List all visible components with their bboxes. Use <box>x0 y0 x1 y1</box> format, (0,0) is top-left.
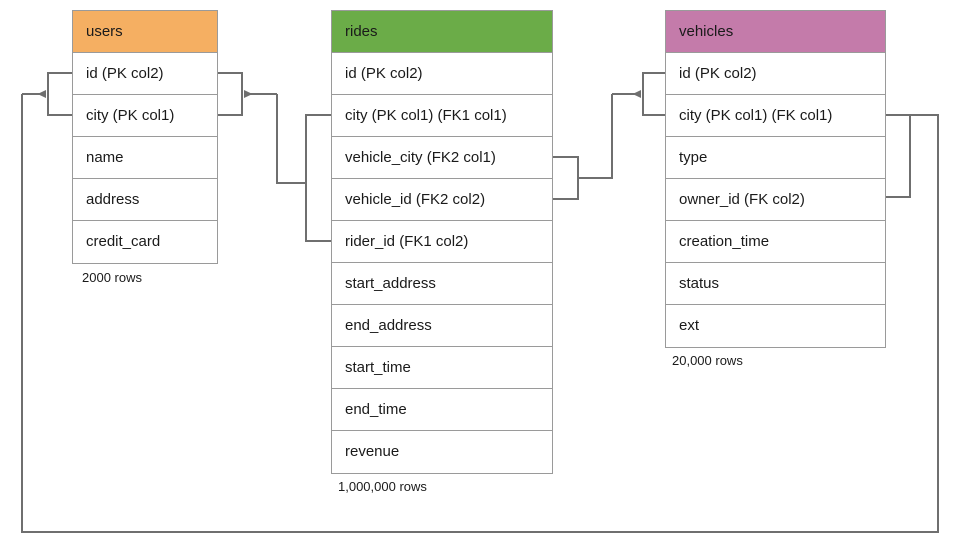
table-users-column-id[interactable]: id (PK col2) <box>73 53 217 95</box>
table-rides-column-vehicle-city[interactable]: vehicle_city (FK2 col1) <box>332 137 552 179</box>
rides-right-bracket <box>553 156 579 200</box>
table-rides-row-count: 1,000,000 rows <box>338 479 427 494</box>
table-rides-header: rides <box>332 11 552 53</box>
table-vehicles-column-city[interactable]: city (PK col1) (FK col1) <box>666 95 885 137</box>
table-users-column-name[interactable]: name <box>73 137 217 179</box>
table-rides-column-start-address[interactable]: start_address <box>332 263 552 305</box>
table-vehicles[interactable]: vehicles id (PK col2) city (PK col1) (FK… <box>665 10 886 348</box>
table-vehicles-column-creation-time[interactable]: creation_time <box>666 221 885 263</box>
table-rides[interactable]: rides id (PK col2) city (PK col1) (FK1 c… <box>331 10 553 474</box>
users-right-bracket <box>218 72 243 116</box>
table-users[interactable]: users id (PK col2) city (PK col1) name a… <box>72 10 218 264</box>
table-users-row-count: 2000 rows <box>82 270 142 285</box>
table-vehicles-title: vehicles <box>679 23 734 40</box>
vehicles-right-bracket <box>886 114 911 198</box>
table-rides-column-end-address[interactable]: end_address <box>332 305 552 347</box>
vehicles-left-bracket <box>642 72 665 116</box>
users-left-bracket <box>47 72 72 116</box>
table-vehicles-row-count: 20,000 rows <box>672 353 743 368</box>
table-vehicles-header: vehicles <box>666 11 885 53</box>
table-vehicles-column-id[interactable]: id (PK col2) <box>666 53 885 95</box>
rides-to-vehicles-link <box>578 94 613 179</box>
table-users-column-city[interactable]: city (PK col1) <box>73 95 217 137</box>
table-rides-column-id[interactable]: id (PK col2) <box>332 53 552 95</box>
table-rides-column-vehicle-id[interactable]: vehicle_id (FK2 col2) <box>332 179 552 221</box>
table-users-title: users <box>86 23 123 40</box>
table-users-column-credit-card[interactable]: credit_card <box>73 221 217 263</box>
table-users-column-address[interactable]: address <box>73 179 217 221</box>
table-rides-column-start-time[interactable]: start_time <box>332 347 552 389</box>
rides-to-users-link <box>276 94 306 184</box>
table-rides-column-rider-id[interactable]: rider_id (FK1 col2) <box>332 221 552 263</box>
table-vehicles-column-status[interactable]: status <box>666 263 885 305</box>
table-rides-column-revenue[interactable]: revenue <box>332 431 552 473</box>
table-rides-title: rides <box>345 23 378 40</box>
table-vehicles-column-ext[interactable]: ext <box>666 305 885 347</box>
table-users-header: users <box>73 11 217 53</box>
rides-left-bracket <box>305 114 331 242</box>
table-vehicles-column-owner-id[interactable]: owner_id (FK col2) <box>666 179 885 221</box>
table-rides-column-city[interactable]: city (PK col1) (FK1 col1) <box>332 95 552 137</box>
table-rides-column-end-time[interactable]: end_time <box>332 389 552 431</box>
table-vehicles-column-type[interactable]: type <box>666 137 885 179</box>
